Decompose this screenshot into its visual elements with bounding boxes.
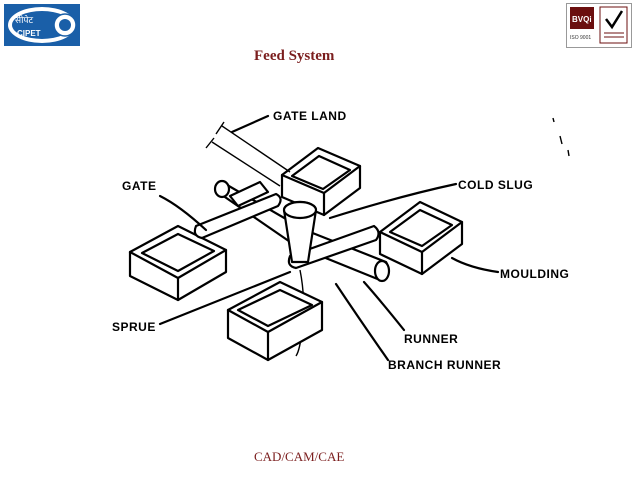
mould-cavity-front xyxy=(226,280,324,362)
gate-land-dimension xyxy=(205,114,291,187)
footer-text: CAD/CAM/CAE xyxy=(254,449,345,464)
mould-cavity-right xyxy=(378,200,464,276)
leader-lines xyxy=(158,182,500,362)
logo-left-text-top: सीपेट xyxy=(15,14,34,26)
label-cold-slug: COLD SLUG xyxy=(458,178,533,192)
branch-runners xyxy=(193,180,380,270)
logo-left-text-bottom: CIPET xyxy=(17,29,41,38)
scan-marks xyxy=(552,117,570,157)
bvqi-certification-logo: BVQi ISO 9001 xyxy=(566,3,632,48)
label-branch-runner: BRANCH RUNNER xyxy=(388,358,501,372)
label-sprue: SPRUE xyxy=(112,320,156,334)
logo-right-brand: BVQi xyxy=(572,15,592,24)
cipet-logo: सीपेट CIPET xyxy=(4,4,80,46)
page-title: Feed System xyxy=(254,48,335,64)
sprue xyxy=(282,200,318,357)
checkmark-icon xyxy=(605,10,624,30)
label-moulding: MOULDING xyxy=(500,267,569,281)
label-gate: GATE xyxy=(122,179,156,193)
mould-cavity-top xyxy=(280,146,362,217)
label-runner: RUNNER xyxy=(404,332,458,346)
mould-cavity-left xyxy=(128,224,228,302)
label-gate-land: GATE LAND xyxy=(273,109,347,123)
logo-right-sub: ISO 9001 xyxy=(570,35,591,41)
